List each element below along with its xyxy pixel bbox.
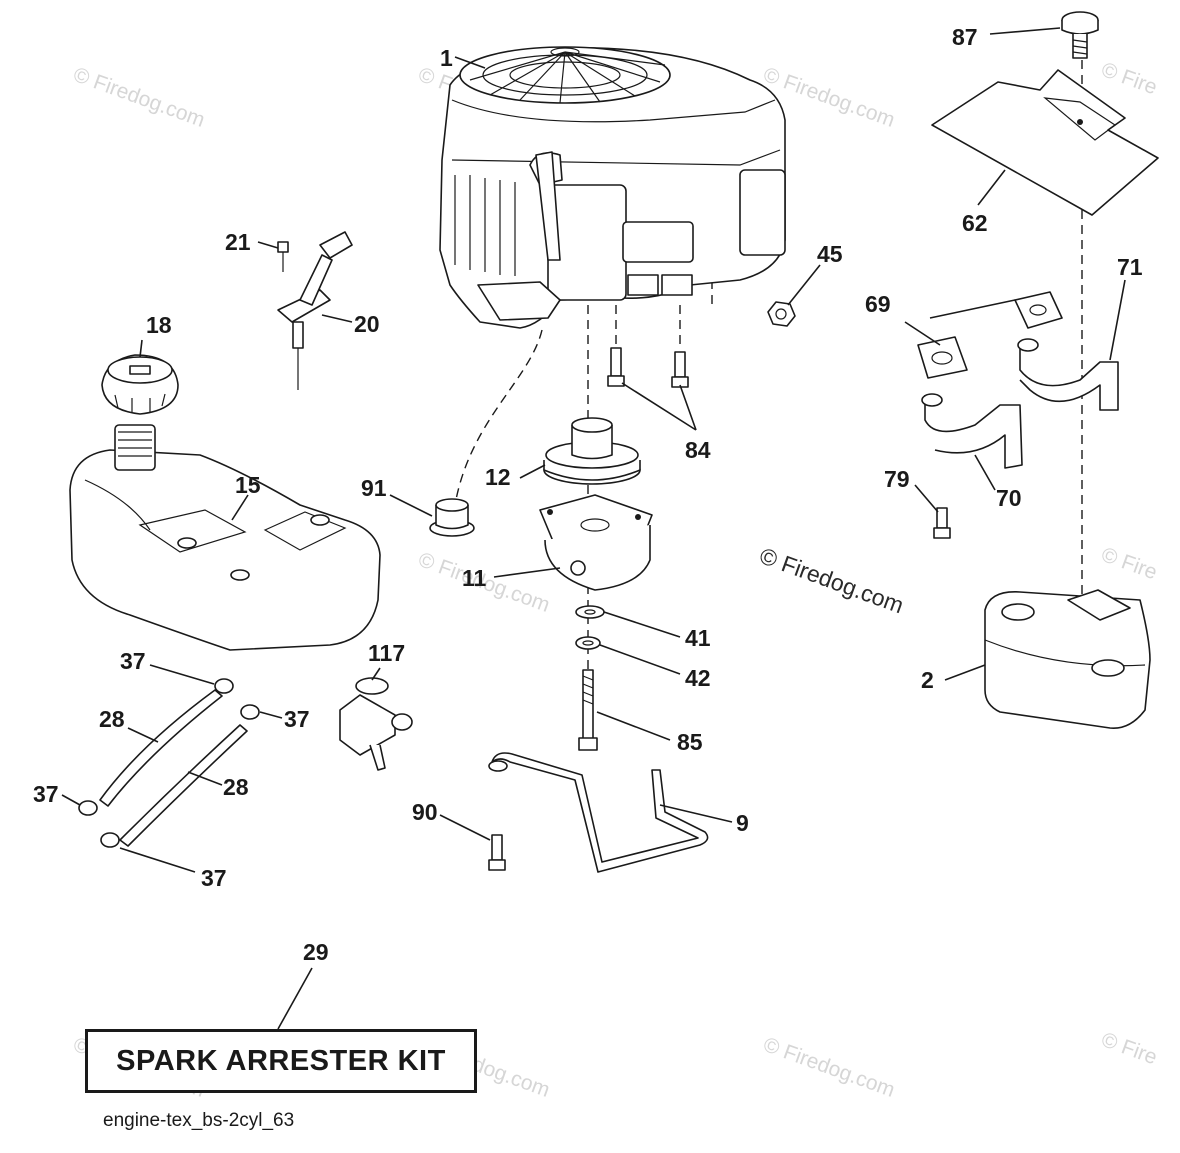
throttle-bracket-part-20 xyxy=(277,231,353,390)
callout-37: 37 xyxy=(120,648,146,674)
exhaust-pipe-part-71 xyxy=(1017,338,1119,411)
diagram-reference-code: engine-tex_bs-2cyl_63 xyxy=(103,1110,295,1131)
pulley-part-12 xyxy=(543,417,641,485)
callout-28: 28 xyxy=(99,706,125,732)
bolts-part-84 xyxy=(607,347,689,388)
spark-arrester-kit-label: SPARK ARRESTER KIT xyxy=(116,1044,446,1077)
callout-9: 9 xyxy=(736,810,749,836)
callout-117: 117 xyxy=(368,640,405,666)
exhaust-pipe-part-70 xyxy=(921,393,1023,469)
callout-15: 15 xyxy=(235,472,261,498)
callout-20: 20 xyxy=(354,311,380,337)
callout-90: 90 xyxy=(412,799,438,825)
bolt-part-79 xyxy=(933,507,951,539)
bolt-part-85 xyxy=(578,669,598,751)
callout-41: 41 xyxy=(685,625,711,651)
watermark: © Fire xyxy=(1098,58,1160,99)
bolt-part-90 xyxy=(488,834,506,871)
callout-85: 85 xyxy=(677,729,703,755)
callout-71: 71 xyxy=(1117,254,1143,280)
gaskets-part-69 xyxy=(917,291,1063,379)
callout-87: 87 xyxy=(952,24,978,50)
callout-18: 18 xyxy=(146,312,172,338)
bolt-part-87 xyxy=(1061,11,1099,59)
callout-70: 70 xyxy=(996,485,1022,511)
washer-part-41 xyxy=(575,605,605,619)
callout-42: 42 xyxy=(685,665,711,691)
valve-part-117 xyxy=(339,677,413,771)
callout-45: 45 xyxy=(817,241,843,267)
watermark: © Fire xyxy=(1098,1028,1160,1069)
callout-29: 29 xyxy=(303,939,329,965)
callout-21: 21 xyxy=(225,229,251,255)
callout-91: 91 xyxy=(361,475,387,501)
fuel-line-part-28 xyxy=(99,689,248,847)
callout-37: 37 xyxy=(33,781,59,807)
watermark: © Fire xyxy=(1098,543,1160,584)
washer-part-42 xyxy=(575,636,601,650)
callout-11: 11 xyxy=(462,565,487,591)
clamps-part-37 xyxy=(78,678,260,848)
watermark: © Firedog.com xyxy=(760,1033,898,1102)
shield-part-62 xyxy=(931,69,1159,216)
spark-arrester-kit-box: SPARK ARRESTER KIT xyxy=(85,1029,477,1093)
callout-62: 62 xyxy=(962,210,988,236)
callout-37: 37 xyxy=(284,706,310,732)
rod-part-9 xyxy=(488,752,709,873)
watermark-center: © Firedog.com xyxy=(756,542,907,618)
clutch-part-11 xyxy=(539,494,653,591)
leader-lines xyxy=(61,27,1126,1030)
muffler-part-2 xyxy=(984,589,1151,729)
nut-part-45 xyxy=(767,301,796,327)
callout-37: 37 xyxy=(201,865,227,891)
bushing-part-91 xyxy=(429,498,475,537)
callout-84: 84 xyxy=(685,437,711,463)
fuel-cap-part-18 xyxy=(101,354,179,415)
callout-labels: 1 87 62 21 20 45 71 18 69 84 12 15 91 79… xyxy=(33,24,1143,965)
fuel-tank-part-15 xyxy=(69,424,381,651)
callout-69: 69 xyxy=(865,291,891,317)
callout-79: 79 xyxy=(884,466,910,492)
callout-28: 28 xyxy=(223,774,249,800)
callout-12: 12 xyxy=(485,464,511,490)
callout-2: 2 xyxy=(921,667,934,693)
engine-part-1 xyxy=(439,46,786,329)
callout-1: 1 xyxy=(440,45,453,71)
watermark: © Firedog.com xyxy=(70,63,208,132)
